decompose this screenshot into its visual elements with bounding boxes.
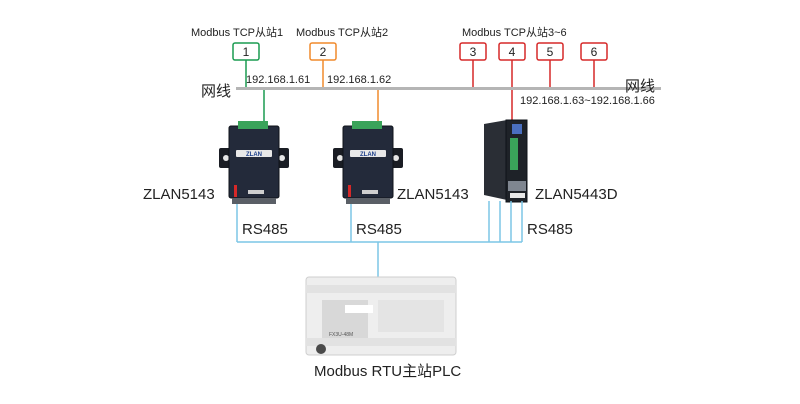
- badge-2: 2: [309, 42, 337, 61]
- dev1-label: ZLAN5143: [143, 186, 215, 203]
- badge-4-text: 4: [509, 45, 516, 59]
- dev2-label: ZLAN5143: [397, 186, 469, 203]
- badge-6-text: 6: [591, 45, 598, 59]
- network-right-label: 网线: [625, 78, 655, 95]
- dev3-label: ZLAN5443D: [535, 186, 618, 203]
- plc-label: Modbus RTU主站PLC: [314, 363, 461, 380]
- zlan5443d-device: [484, 119, 528, 203]
- ip-2: 192.168.1.62: [327, 74, 391, 86]
- ethernet-trunk: [236, 87, 661, 90]
- network-left-label: 网线: [201, 83, 231, 100]
- zlan5143-device-2: ZLAN: [333, 121, 403, 204]
- slave1-label: Modbus TCP从站1: [191, 25, 283, 39]
- badge-1-text: 1: [243, 45, 250, 59]
- dev2-brand: ZLAN: [360, 152, 376, 158]
- ip-1: 192.168.1.61: [246, 74, 310, 86]
- badge-3-text: 3: [470, 45, 477, 59]
- badge-5-text: 5: [547, 45, 554, 59]
- badge-3: 3: [459, 42, 487, 61]
- zlan5143-device-1: ZLAN: [219, 121, 289, 204]
- rs485-label-3: RS485: [527, 221, 573, 238]
- badge-2-text: 2: [320, 45, 327, 59]
- plc-model: FX3U-48M: [329, 332, 353, 338]
- plc-device: FX3U-48M: [305, 276, 457, 356]
- badge-1: 1: [232, 42, 260, 61]
- badge-5: 5: [536, 42, 564, 61]
- rs485-label-1: RS485: [242, 221, 288, 238]
- rs485-bus: [236, 201, 523, 277]
- ip-3-6: 192.168.1.63~192.168.1.66: [520, 95, 655, 107]
- badge-6: 6: [580, 42, 608, 61]
- slave3-6-label: Modbus TCP从站3~6: [462, 25, 567, 39]
- badge-4: 4: [498, 42, 526, 61]
- dev1-brand: ZLAN: [246, 152, 262, 158]
- rs485-label-2: RS485: [356, 221, 402, 238]
- slave2-label: Modbus TCP从站2: [296, 25, 388, 39]
